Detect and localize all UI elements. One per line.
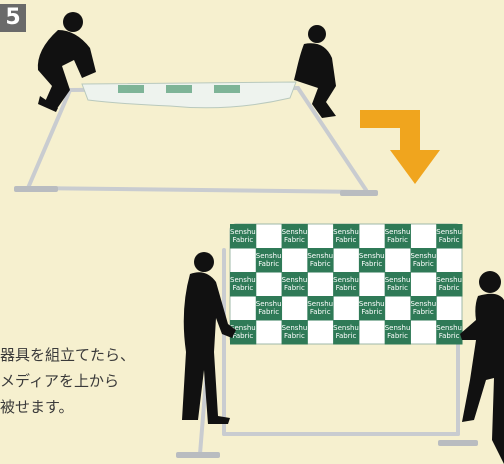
banner-cell-text: Fabric [439, 332, 460, 340]
banner-cell-text: Senshu [230, 228, 256, 236]
banner-cell-text: Senshu [333, 228, 359, 236]
banner-cell-text: Fabric [387, 284, 408, 292]
banner-cell-text: Fabric [284, 284, 305, 292]
banner-cell-text: Senshu [410, 252, 436, 260]
person-standing-right [460, 271, 504, 464]
banner-green-cell [436, 272, 463, 297]
banner-green-cell [281, 320, 308, 345]
banner-green-cell [384, 320, 411, 345]
banner-cell-text: Senshu [410, 300, 436, 308]
banner-cell-text: Senshu [256, 252, 282, 260]
banner-cell-text: Fabric [413, 308, 434, 316]
banner-green-cell [281, 224, 308, 249]
banner-green-cell [230, 272, 257, 297]
banner-cell-text: Senshu [436, 228, 462, 236]
banner-cell-text: Fabric [439, 236, 460, 244]
banner-cell-text: Senshu [385, 324, 411, 332]
banner-cell-text: Senshu [230, 276, 256, 284]
banner-cell-text: Senshu [307, 252, 333, 260]
banner-green-cell [384, 272, 411, 297]
banner-cell-text: Senshu [385, 276, 411, 284]
down-arrow-icon [360, 110, 440, 184]
banner-cell-text: Fabric [361, 308, 382, 316]
banner-cell-text: Fabric [387, 332, 408, 340]
banner-cell-text: Fabric [336, 236, 357, 244]
banner-cell-text: Fabric [284, 332, 305, 340]
banner-cell-text: Senshu [385, 228, 411, 236]
banner-cell-text: Fabric [258, 260, 279, 268]
banner-green-cell [255, 248, 283, 273]
banner-green-cell [384, 224, 411, 249]
banner-green-cell [333, 272, 360, 297]
banner-cell-text: Fabric [413, 260, 434, 268]
banner-cell-text: Fabric [310, 308, 331, 316]
checkered-banner: SenshuFabricSenshuFabricSenshuFabricSens… [229, 223, 463, 345]
caption-line-1: 器具を組立てたら、 [0, 346, 136, 364]
banner-cell-text: Senshu [359, 300, 385, 308]
banner-green-cell [410, 248, 437, 273]
banner-green-cell [358, 248, 386, 273]
caption-line-3: 被せます。 [0, 398, 74, 416]
banner-green-cell [307, 296, 334, 321]
caption-line-2: メディアを上から [0, 372, 119, 390]
banner-cell-text: Senshu [307, 300, 333, 308]
person-crouching-left [37, 12, 96, 112]
banner-cell-text: Fabric [336, 284, 357, 292]
banner-green-cell [436, 224, 463, 249]
instruction-caption: 器具を組立てたら、 メディアを上から 被せます。 [0, 342, 170, 420]
banner-green-cell [281, 272, 308, 297]
banner-green-cell [333, 320, 360, 345]
person-crouching-right [294, 25, 336, 118]
banner-green-cell [255, 296, 283, 321]
banner-cell-text: Fabric [310, 260, 331, 268]
banner-cell-text: Fabric [232, 236, 253, 244]
frame-feet-top [14, 186, 378, 196]
step-number-badge: 5 [0, 4, 26, 32]
banner-cell-text: Fabric [387, 236, 408, 244]
banner-cell-text: Fabric [232, 332, 253, 340]
banner-cell-text: Senshu [282, 276, 308, 284]
fabric-print-top [118, 85, 240, 93]
banner-cell-text: Senshu [436, 324, 462, 332]
banner-green-cell [307, 248, 334, 273]
banner-cell-text: Senshu [282, 324, 308, 332]
frame-feet-bottom [176, 440, 478, 458]
banner-cell-text: Fabric [336, 332, 357, 340]
banner-green-cell [333, 224, 360, 249]
banner-cell-text: Senshu [436, 276, 462, 284]
person-standing-left [182, 252, 236, 424]
banner-green-cell [410, 296, 437, 321]
banner-cell-text: Fabric [361, 260, 382, 268]
banner-cell-text: Fabric [258, 308, 279, 316]
banner-cell-text: Fabric [284, 236, 305, 244]
banner-green-cell [230, 224, 257, 249]
banner-cell-text: Senshu [230, 324, 256, 332]
banner-cell-text: Senshu [333, 276, 359, 284]
banner-cell-text: Senshu [359, 252, 385, 260]
banner-cell-text: Senshu [333, 324, 359, 332]
banner-cell-text: Senshu [282, 228, 308, 236]
banner-green-cell [358, 296, 386, 321]
banner-cell-text: Fabric [232, 284, 253, 292]
banner-cell-text: Senshu [256, 300, 282, 308]
banner-green-cell [436, 320, 463, 345]
banner-cell-text: Fabric [439, 284, 460, 292]
